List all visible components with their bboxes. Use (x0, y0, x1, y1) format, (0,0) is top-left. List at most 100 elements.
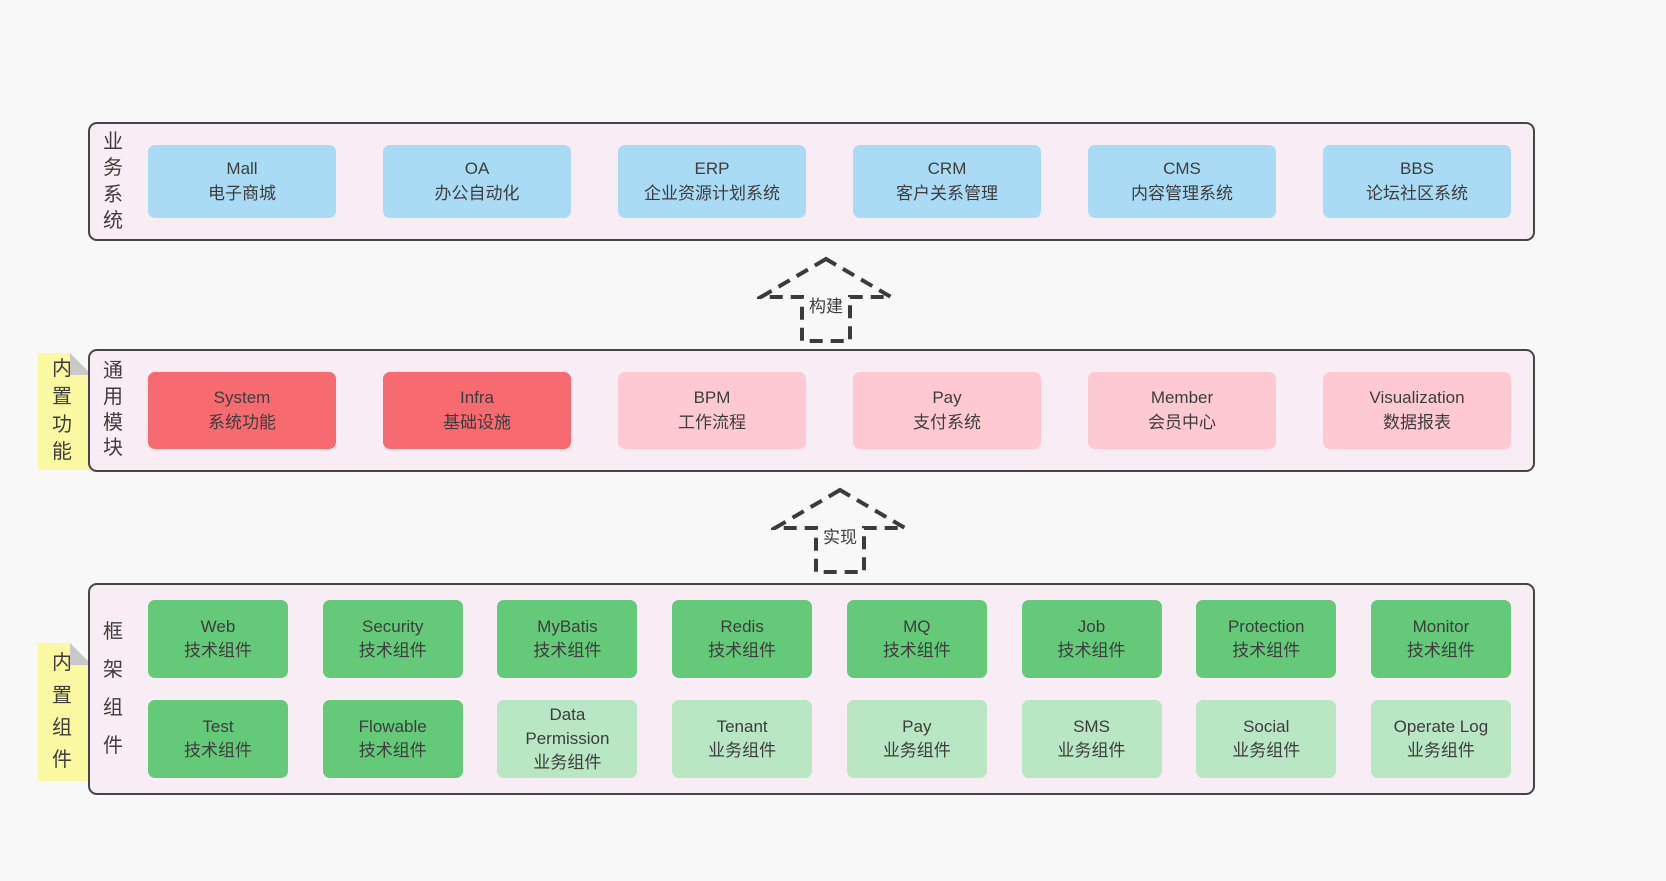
box-title: Job (1077, 616, 1106, 636)
box-social: Social 业务组件 (1196, 700, 1337, 778)
box-subtitle: 基础设施 (443, 412, 511, 432)
box-visualization: Visualization 数据报表 (1323, 372, 1511, 449)
business-systems-boxes: Mall 电子商城 OA 办公自动化 ERP 企业资源计划系统 CRM 客户关系… (125, 124, 1533, 239)
box-subtitle: 业务组件 (708, 741, 777, 760)
box-subtitle: 业务组件 (533, 753, 602, 773)
box-subtitle: 技术组件 (184, 641, 252, 660)
box-title: CMS (1163, 159, 1201, 179)
box-title: Mall (226, 159, 258, 179)
box-subtitle: 办公自动化 (434, 183, 520, 203)
box-subtitle: 论坛社区系统 (1366, 183, 1468, 203)
box-title: MQ (903, 616, 931, 636)
box-tenant: Tenant 业务组件 (672, 700, 813, 778)
box-subtitle: 支付系统 (913, 412, 981, 432)
box-title: Data Permission (525, 704, 610, 748)
box-subtitle: 技术组件 (1406, 641, 1475, 660)
box-subtitle: 技术组件 (358, 741, 427, 760)
box-subtitle: 数据报表 (1383, 412, 1451, 432)
box-subtitle: 技术组件 (533, 641, 602, 660)
common-modules-boxes: System 系统功能 Infra 基础设施 BPM 工作流程 Pay 支付系统… (125, 351, 1533, 470)
box-operate-log: Operate Log 业务组件 (1370, 700, 1511, 778)
box-title: Pay (932, 388, 962, 408)
box-member: Member 会员中心 (1088, 372, 1276, 449)
sticky-builtin-features: 内置功能 (38, 353, 92, 470)
box-mybatis: MyBatis 技术组件 (497, 600, 638, 678)
box-title: ERP (694, 159, 730, 179)
box-title: Operate Log (1393, 716, 1489, 736)
arrow-implement: 实现 (771, 487, 909, 575)
box-subtitle: 技术组件 (708, 641, 777, 660)
box-infra: Infra 基础设施 (383, 372, 571, 449)
box-title: Tenant (716, 716, 768, 736)
sticky-builtin-components: 内置组件 (38, 643, 92, 781)
box-bbs: BBS 论坛社区系统 (1323, 145, 1511, 218)
box-title: Flowable (358, 716, 427, 736)
layer-business-systems: 业务系统 Mall 电子商城 OA 办公自动化 ERP 企业资源计划系统 CRM… (88, 122, 1535, 241)
box-title: SMS (1073, 716, 1110, 736)
box-subtitle: 会员中心 (1148, 412, 1216, 432)
box-monitor: Monitor 技术组件 (1370, 600, 1511, 678)
box-crm: CRM 客户关系管理 (853, 145, 1041, 218)
box-title: Social (1243, 716, 1290, 736)
box-erp: ERP 企业资源计划系统 (618, 145, 806, 218)
box-bpm: BPM 工作流程 (618, 372, 806, 449)
box-system: System 系统功能 (148, 372, 336, 449)
box-title: BPM (693, 388, 731, 408)
box-test: Test 技术组件 (148, 700, 288, 778)
box-mq: MQ 技术组件 (846, 600, 987, 678)
box-title: Test (202, 716, 234, 736)
box-title: System (213, 388, 271, 408)
box-job: Job 技术组件 (1021, 600, 1162, 678)
box-subtitle: 电子商城 (208, 183, 276, 203)
box-cms: CMS 内容管理系统 (1088, 145, 1276, 218)
box-title: Security (361, 616, 424, 636)
box-subtitle: 客户关系管理 (896, 183, 998, 203)
box-subtitle: 业务组件 (882, 741, 951, 760)
box-title: Visualization (1369, 388, 1465, 408)
arrow-implement-label: 实现 (820, 523, 860, 548)
box-title: Protection (1227, 616, 1305, 636)
box-title: CRM (927, 159, 967, 179)
box-title: Monitor (1412, 616, 1470, 636)
box-title: Infra (459, 388, 495, 408)
box-subtitle: 技术组件 (882, 641, 951, 660)
box-security: Security 技术组件 (322, 600, 463, 678)
box-web: Web 技术组件 (148, 600, 288, 678)
layer-common-modules: 通用模块 System 系统功能 Infra 基础设施 BPM 工作流程 Pay… (88, 349, 1535, 472)
box-sms: SMS 业务组件 (1021, 700, 1162, 778)
box-subtitle: 技术组件 (1232, 641, 1301, 660)
layer-framework-components: 框架组件 Web 技术组件 Security 技术组件 MyBatis 技术组件… (88, 583, 1535, 795)
box-subtitle: 业务组件 (1406, 741, 1475, 760)
box-title: BBS (1399, 159, 1435, 179)
box-pay-system: Pay 支付系统 (853, 372, 1041, 449)
box-oa: OA 办公自动化 (383, 145, 571, 218)
box-redis: Redis 技术组件 (672, 600, 813, 678)
box-title: Member (1150, 388, 1214, 408)
sticky-builtin-components-label: 内置组件 (52, 652, 72, 772)
sticky-builtin-features-label: 内置功能 (52, 358, 72, 464)
box-subtitle: 系统功能 (208, 412, 276, 432)
arrow-build: 构建 (757, 256, 895, 344)
box-title: Pay (902, 716, 932, 736)
layer-label-business-systems: 业务系统 (103, 130, 123, 232)
layer-label-framework-components: 框架组件 (103, 621, 123, 757)
box-subtitle: 技术组件 (184, 741, 252, 760)
box-pay-component: Pay 业务组件 (846, 700, 987, 778)
box-title: Web (200, 616, 236, 636)
box-subtitle: 企业资源计划系统 (644, 183, 780, 203)
arrow-build-label: 构建 (806, 292, 846, 317)
box-flowable: Flowable 技术组件 (322, 700, 463, 778)
box-data-permission: Data Permission 业务组件 (497, 700, 638, 778)
box-subtitle: 内容管理系统 (1131, 183, 1233, 203)
box-subtitle: 技术组件 (1057, 641, 1126, 660)
layer-label-common-modules: 通用模块 (103, 360, 123, 460)
box-mall: Mall 电子商城 (148, 145, 336, 218)
framework-components-boxes: Web 技术组件 Security 技术组件 MyBatis 技术组件 Redi… (125, 585, 1533, 793)
box-subtitle: 工作流程 (678, 412, 746, 432)
box-subtitle: 业务组件 (1232, 741, 1301, 760)
box-subtitle: 业务组件 (1057, 741, 1126, 760)
box-title: OA (464, 159, 490, 179)
box-title: Redis (720, 616, 764, 636)
box-subtitle: 技术组件 (358, 641, 427, 660)
box-protection: Protection 技术组件 (1196, 600, 1337, 678)
